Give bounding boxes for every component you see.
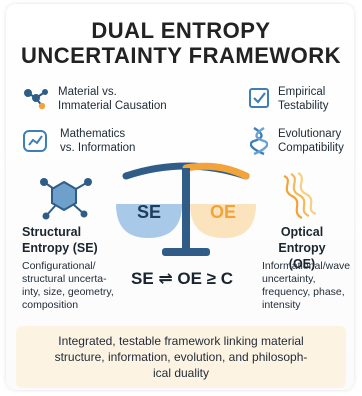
summary-line: ical duality bbox=[152, 366, 210, 380]
chart-icon bbox=[23, 130, 47, 152]
dna-icon bbox=[250, 126, 268, 156]
summary-line: structure, information, evolution, and p… bbox=[54, 350, 308, 364]
summary-line: Integrated, testable framework linking m… bbox=[58, 334, 304, 348]
structural-desc-line: Configurational/ bbox=[22, 260, 96, 272]
feature-material-line2: Immaterial Causation bbox=[58, 100, 167, 112]
optical-desc-line: intensity bbox=[262, 299, 301, 311]
structural-title-line1: Structural bbox=[22, 225, 82, 239]
feature-material: Material vs. Immaterial Causation bbox=[58, 85, 167, 113]
title-line-2: UNCERTAINTY FRAMEWORK bbox=[20, 43, 342, 68]
feature-empirical-line2: Testability bbox=[278, 100, 329, 112]
optical-desc-line: uncertainty, bbox=[262, 273, 316, 285]
checkbox-icon bbox=[249, 88, 269, 108]
feature-evolution-line1: Evolutionary bbox=[278, 128, 342, 140]
feature-evolution: Evolutionary Compatibility bbox=[278, 127, 344, 155]
feature-math-line1: Mathematics bbox=[60, 128, 126, 140]
feature-empirical: Empirical Testability bbox=[278, 85, 329, 113]
optical-desc-line: Informational/wave bbox=[262, 260, 351, 272]
summary-box: Integrated, testable framework linking m… bbox=[16, 326, 346, 388]
title-line-1: DUAL ENTROPY bbox=[91, 18, 271, 43]
molecule-icon bbox=[40, 178, 92, 220]
feature-math-line2: vs. Information bbox=[60, 142, 136, 154]
feature-math: Mathematics vs. Information bbox=[60, 127, 135, 155]
structural-desc: Configurational/ structural uncerta- int… bbox=[22, 260, 114, 312]
scale-oe-label: OE bbox=[210, 202, 236, 222]
wave-icon bbox=[283, 172, 317, 219]
feature-material-line1: Material vs. bbox=[58, 86, 117, 98]
summary-text: Integrated, testable framework linking m… bbox=[16, 333, 346, 381]
optical-title-line2: (OE) bbox=[288, 257, 316, 271]
optical-title-line1: Optical Entropy bbox=[278, 225, 326, 255]
feature-empirical-line1: Empirical bbox=[278, 86, 326, 98]
entropy-formula: SE ⇌ OE ≥ C bbox=[131, 269, 233, 288]
scale-se-label: SE bbox=[137, 202, 161, 222]
feature-evolution-line2: Compatibility bbox=[278, 142, 344, 154]
structural-desc-line: inty, size, geometry, bbox=[22, 286, 114, 298]
structural-desc-line: structural uncerta- bbox=[22, 273, 107, 285]
optical-title: Optical Entropy (OE) bbox=[256, 224, 348, 272]
structural-title-line2: Entropy (SE) bbox=[22, 241, 98, 255]
optical-desc: Informational/wave uncertainty, frequenc… bbox=[262, 260, 350, 312]
network-icon bbox=[24, 89, 48, 110]
structural-desc-line: composition bbox=[22, 299, 79, 311]
balance-scale-icon: SE OE bbox=[116, 162, 256, 256]
structural-title: Structural Entropy (SE) bbox=[22, 224, 98, 256]
optical-desc-line: frequency, phase, bbox=[262, 286, 345, 298]
